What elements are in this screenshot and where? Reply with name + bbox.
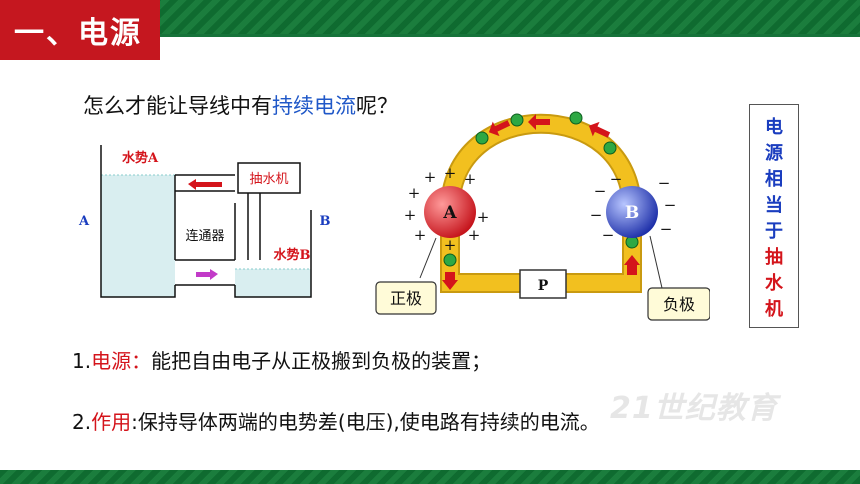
point-2-keyword: 作用	[91, 410, 132, 434]
resistor-label: P	[538, 278, 549, 294]
water-b	[235, 269, 311, 297]
negative-label: 负极	[663, 295, 695, 314]
point-1-number: 1.	[72, 349, 92, 373]
point-1-keyword: 电源：	[91, 349, 152, 373]
svg-text:+: +	[444, 236, 457, 254]
point-2-text: :保持导体两端的电势差(电压),使电路有持续的电流。	[131, 410, 600, 434]
svg-text:+: +	[424, 168, 437, 186]
point-1-text: 能把自由电子从正极搬到负极的装置；	[151, 349, 492, 373]
electron	[510, 113, 524, 127]
sphere-a	[424, 186, 476, 238]
question-highlight: 持续电流	[272, 94, 356, 118]
circuit-diagram: P A B + + + + + + + + + − − − − − − − 正极	[375, 111, 710, 321]
electron	[475, 131, 489, 145]
side-char: 当	[765, 195, 783, 216]
plus-signs: + + + + + + + + +	[404, 164, 490, 254]
watermark-logo: 21世纪教育	[610, 391, 778, 426]
point-2: 2.作用:保持导体两端的电势差(电压),使电路有持续的电流。	[72, 406, 600, 435]
water-a	[101, 175, 175, 297]
sphere-b	[606, 186, 658, 238]
svg-text:+: +	[404, 206, 417, 224]
electron	[603, 141, 617, 155]
side-note: 电 源 相 当 于 抽 水 机	[749, 104, 799, 328]
arrow-up	[624, 255, 640, 275]
arrow-arc	[528, 114, 550, 130]
side-char: 相	[765, 169, 783, 190]
side-char: 电	[765, 117, 783, 138]
header-rule	[160, 34, 860, 37]
svg-text:−: −	[590, 206, 603, 224]
svg-text:−: −	[594, 182, 607, 200]
svg-text:+: +	[468, 226, 481, 244]
svg-text:+: +	[477, 208, 490, 226]
svg-text:−: −	[602, 226, 615, 244]
connector-label: 连通器	[185, 228, 224, 244]
question-text: 怎么才能让导线中有持续电流呢？	[83, 90, 398, 120]
point-1: 1.电源：能把自由电子从正极搬到负极的装置；	[72, 345, 491, 374]
svg-text:−: −	[610, 170, 623, 188]
potential-b-label: 水势B	[274, 247, 311, 263]
negative-callout	[647, 287, 710, 321]
container-a	[100, 145, 176, 298]
resistor-box	[519, 269, 567, 299]
svg-text:−: −	[660, 220, 673, 238]
svg-text:−: −	[664, 196, 677, 214]
sphere-a-label: A	[442, 203, 457, 223]
water-analogy-diagram: 抽水机 水势A 水势B 连通器 A B	[78, 145, 331, 298]
svg-text:+: +	[408, 184, 421, 202]
point-2-number: 2.	[72, 410, 92, 434]
svg-text:+: +	[444, 164, 457, 182]
pump-label: 抽水机	[249, 172, 288, 187]
electron	[443, 253, 457, 267]
side-char: 水	[765, 273, 783, 294]
electron	[569, 111, 583, 125]
side-char: 源	[765, 143, 783, 164]
potential-a-label: 水势A	[122, 150, 159, 166]
positive-label: 正极	[390, 289, 422, 308]
arrow-down	[442, 272, 458, 290]
positive-callout	[375, 281, 437, 315]
arrow-right-magenta	[196, 269, 218, 280]
label-b: B	[320, 214, 331, 229]
minus-signs: − − − − − − −	[590, 170, 677, 244]
side-char: 于	[765, 221, 783, 242]
arrow-left-red	[188, 179, 222, 190]
container-b	[234, 210, 312, 298]
svg-text:+: +	[464, 170, 477, 188]
pump-box	[237, 162, 301, 194]
side-char: 抽	[765, 247, 783, 268]
footer-band	[0, 470, 860, 484]
svg-text:+: +	[414, 226, 427, 244]
question-suffix: 呢？	[356, 94, 398, 118]
sphere-b-label: B	[625, 203, 639, 223]
question-prefix: 怎么才能让导线中有	[83, 94, 272, 118]
side-char: 机	[765, 299, 783, 320]
label-a: A	[78, 214, 90, 229]
svg-text:−: −	[658, 174, 671, 192]
arrow-arc	[588, 121, 611, 138]
section-title: 一、电源	[0, 0, 160, 60]
arrow-arc	[488, 120, 511, 137]
